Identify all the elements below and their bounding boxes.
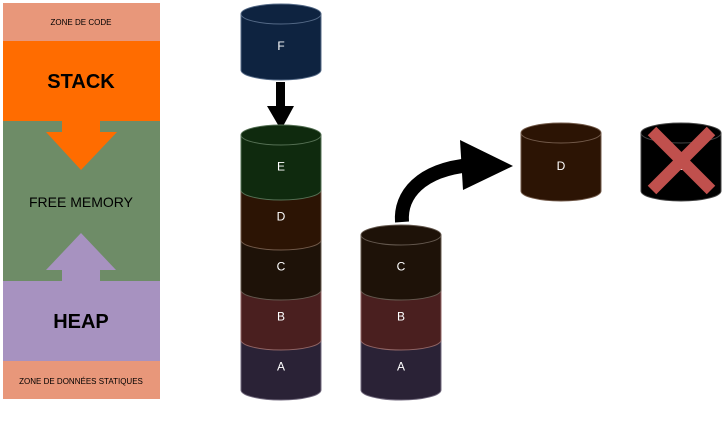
incoming-block-f-label: F [277, 39, 284, 53]
heap-zone-label: HEAP [53, 311, 109, 333]
stack2-block-c-label: C [397, 260, 406, 274]
push-arrow [267, 82, 294, 130]
stack-growth-arrow [46, 121, 117, 170]
popped-block-d: D [520, 122, 602, 202]
pop-arrow [394, 140, 513, 223]
stack2-block-c: C [360, 224, 442, 301]
stack2-block-b-label: B [397, 310, 405, 324]
stack1-block-e-label: E [277, 160, 285, 174]
stack2-block-a-label: A [397, 360, 405, 374]
stack1-block-e: E [240, 124, 322, 201]
discard-cross-icon [647, 126, 716, 195]
free-memory-label: FREE MEMORY [29, 194, 134, 210]
code-zone-label: ZONE DE CODE [51, 18, 112, 27]
stack1-block-c-label: C [277, 260, 286, 274]
cylinder-layer: ABCDEFABCDE [240, 3, 722, 401]
static-data-zone [3, 361, 160, 399]
stack-zone [3, 41, 160, 121]
stack1-block-a-label: A [277, 360, 285, 374]
incoming-block-f: F [240, 3, 322, 81]
heap-growth-arrow [46, 233, 116, 281]
stack1-block-b-label: B [277, 310, 285, 324]
heap-zone [3, 281, 160, 361]
stack1-block-d-label: D [277, 210, 286, 224]
static-data-zone-label: ZONE DE DONNÉES STATIQUES [19, 377, 143, 386]
popped-block-d-label: D [557, 159, 566, 173]
stack-zone-label: STACK [47, 71, 115, 93]
memory-layout: ZONE DE CODE STACK FREE MEMORY HEAP ZONE… [3, 3, 160, 399]
code-zone [3, 3, 160, 41]
